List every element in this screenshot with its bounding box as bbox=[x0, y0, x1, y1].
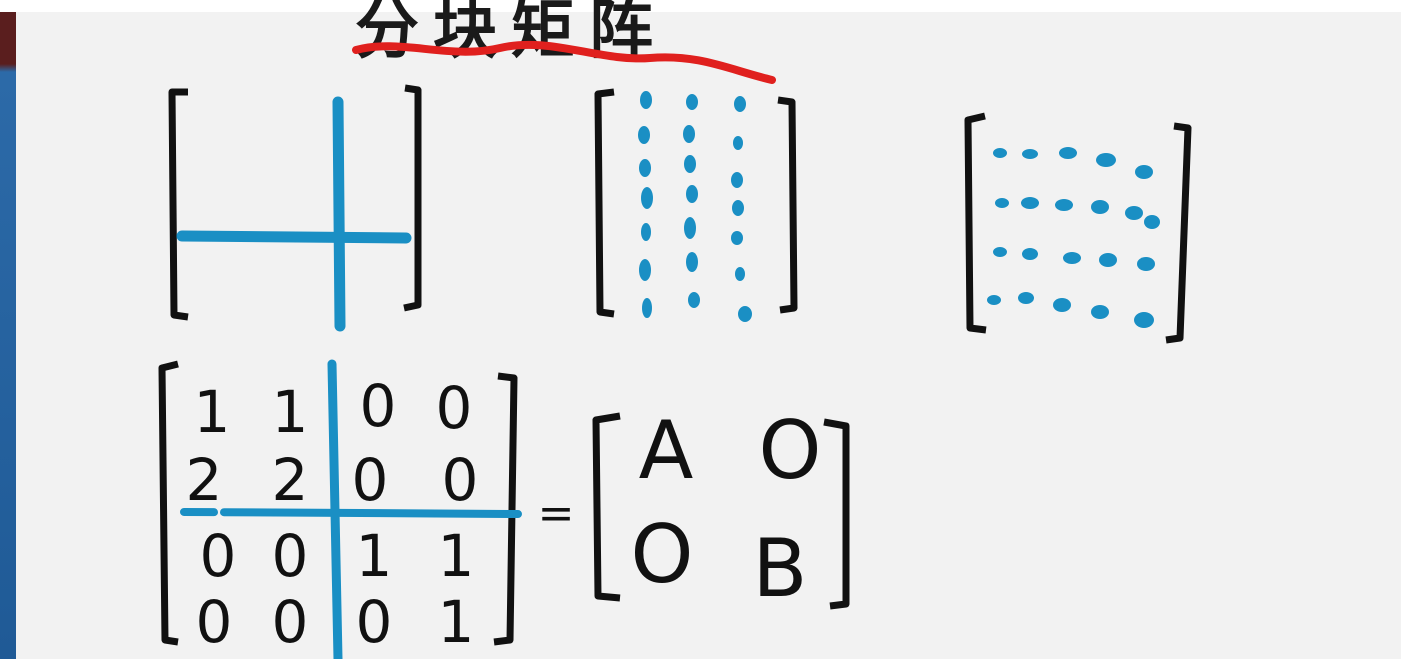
row-dot bbox=[1134, 312, 1154, 328]
matrix-entry: 0 bbox=[360, 372, 397, 440]
row-dot bbox=[987, 295, 1001, 305]
matrix-entry: 1 bbox=[272, 378, 309, 446]
block-entry: O bbox=[759, 404, 822, 497]
row-dot bbox=[1125, 206, 1143, 220]
right-bracket bbox=[493, 372, 518, 646]
row-dot bbox=[1091, 305, 1109, 319]
row-dot bbox=[1137, 257, 1155, 271]
matrix-entry: 2 bbox=[186, 446, 223, 514]
column-dot bbox=[684, 217, 696, 239]
horizontal-block-divider bbox=[180, 508, 522, 518]
row-dot bbox=[1055, 199, 1073, 211]
column-dot bbox=[738, 306, 752, 322]
column-dot bbox=[640, 91, 652, 109]
column-dot bbox=[686, 252, 698, 272]
matrix-entry: 0 bbox=[272, 522, 309, 590]
block-matrix: A O O B bbox=[592, 404, 850, 615]
row-dot bbox=[1022, 248, 1038, 260]
matrix-entry: 0 bbox=[272, 588, 309, 656]
row-dot bbox=[1135, 165, 1153, 179]
column-dot bbox=[686, 185, 698, 203]
vertical-partition-line bbox=[332, 96, 346, 332]
row-dot bbox=[993, 148, 1007, 158]
partitioned-matrix: 1 1 0 0 2 2 0 0 0 0 1 1 0 0 0 1 bbox=[158, 359, 522, 659]
block-entry: B bbox=[753, 522, 808, 615]
column-dot bbox=[732, 200, 744, 216]
left-bracket bbox=[592, 412, 621, 602]
partition-cross-diagram bbox=[168, 84, 422, 332]
column-dot bbox=[639, 159, 651, 177]
equals-sign: = bbox=[538, 488, 575, 539]
left-edge-strip bbox=[0, 12, 16, 659]
matrix-entry: 1 bbox=[356, 522, 393, 590]
row-partition-diagram bbox=[964, 112, 1192, 344]
matrix-entry: 2 bbox=[272, 446, 309, 514]
row-dot bbox=[1021, 197, 1039, 209]
row-dot bbox=[995, 198, 1009, 208]
column-dot bbox=[733, 136, 743, 150]
row-dot bbox=[1022, 149, 1038, 159]
matrix-entry: 0 bbox=[436, 374, 473, 442]
row-dot bbox=[1144, 215, 1160, 229]
column-dot bbox=[638, 126, 650, 144]
column-dot bbox=[683, 125, 695, 143]
block-entry: O bbox=[631, 508, 694, 601]
row-dot bbox=[1059, 147, 1077, 159]
column-dot bbox=[686, 94, 698, 110]
matrix-entry: 0 bbox=[196, 588, 233, 656]
row-dot bbox=[1063, 252, 1081, 264]
title-red-underline bbox=[352, 40, 776, 84]
column-dot bbox=[735, 267, 745, 281]
row-dot bbox=[1096, 153, 1116, 167]
horizontal-partition-line bbox=[176, 230, 412, 244]
matrix-entry: 0 bbox=[352, 446, 389, 514]
right-bracket bbox=[403, 84, 422, 312]
left-bracket bbox=[168, 88, 189, 321]
matrix-entry: 1 bbox=[438, 588, 475, 656]
row-dot bbox=[1099, 253, 1117, 267]
top-band bbox=[0, 0, 1401, 12]
block-entry: A bbox=[639, 404, 694, 497]
left-bracket bbox=[158, 360, 179, 646]
column-dot bbox=[641, 223, 651, 241]
column-dot bbox=[641, 187, 653, 209]
left-bracket bbox=[594, 88, 615, 318]
matrix-entry: 1 bbox=[438, 522, 475, 590]
row-dot bbox=[1091, 200, 1109, 214]
column-dot bbox=[734, 96, 746, 112]
column-dot bbox=[731, 172, 743, 188]
right-bracket bbox=[1165, 122, 1192, 344]
left-bracket bbox=[964, 112, 987, 334]
column-dot bbox=[731, 231, 743, 245]
column-dot bbox=[639, 259, 651, 281]
vertical-block-divider bbox=[327, 359, 343, 659]
matrix-entry: 0 bbox=[442, 446, 479, 514]
row-dot bbox=[1053, 298, 1071, 312]
right-bracket bbox=[777, 96, 798, 314]
column-dot bbox=[688, 292, 700, 308]
matrix-entry: 1 bbox=[194, 378, 231, 446]
column-partition-diagram bbox=[594, 88, 798, 322]
row-dot bbox=[1018, 292, 1034, 304]
matrix-entry: 0 bbox=[356, 588, 393, 656]
column-dot bbox=[642, 298, 652, 318]
row-dot bbox=[993, 247, 1007, 257]
column-dot bbox=[684, 155, 696, 173]
right-bracket bbox=[823, 418, 850, 610]
matrix-entry: 0 bbox=[200, 522, 237, 590]
